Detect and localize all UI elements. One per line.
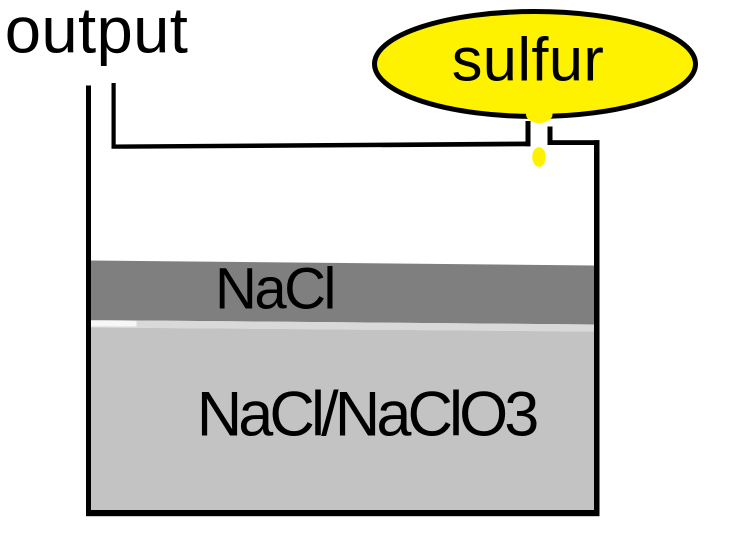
svg-text:sulfur: sulfur <box>452 26 605 95</box>
svg-text:NaCl/NaClO3: NaCl/NaClO3 <box>197 380 538 450</box>
svg-text:output: output <box>5 0 188 67</box>
svg-text:NaCl: NaCl <box>215 257 334 322</box>
